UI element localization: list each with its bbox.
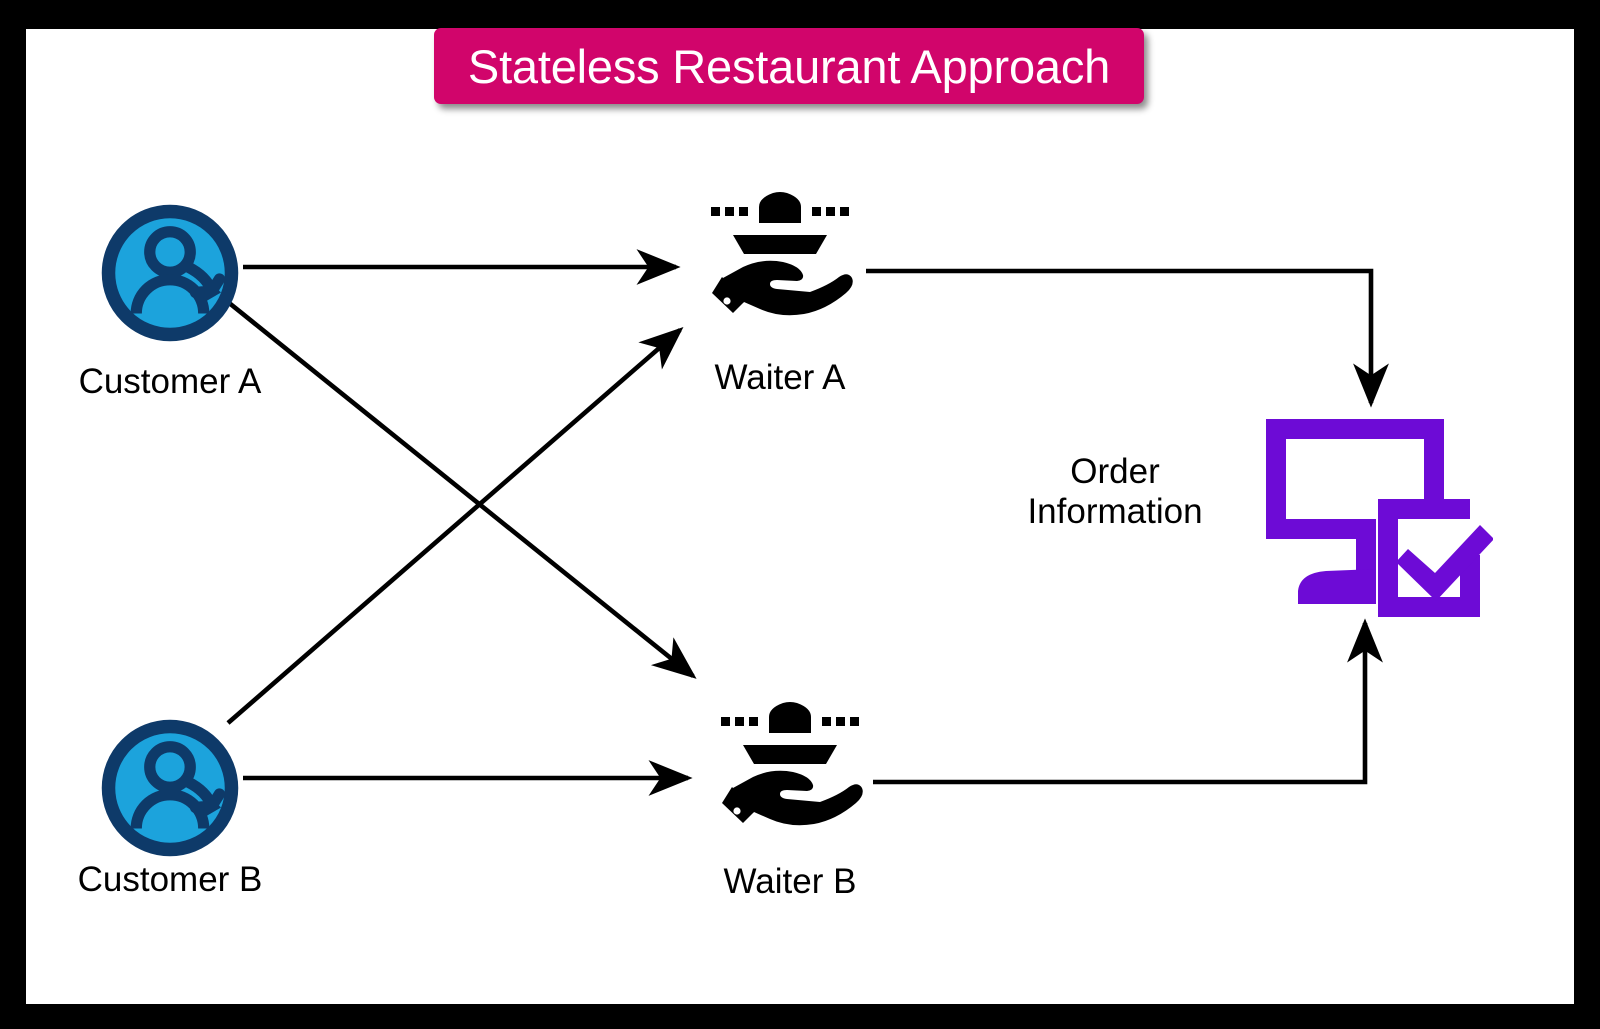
label-order-information: Order Information xyxy=(990,452,1240,532)
user-circle-icon xyxy=(101,719,239,857)
waiter-tray-hand-icon xyxy=(721,702,863,826)
label-waiter-a: Waiter A xyxy=(714,358,846,397)
node-customer-a[interactable] xyxy=(95,198,245,348)
node-order-information[interactable] xyxy=(1248,405,1494,620)
order-info-line-1: Order xyxy=(1070,452,1160,491)
waiter-tray-hand-icon xyxy=(711,192,853,316)
label-customer-a: Customer A xyxy=(78,362,262,401)
node-customer-b[interactable] xyxy=(95,713,245,863)
label-waiter-b: Waiter B xyxy=(723,862,857,901)
label-customer-b: Customer B xyxy=(77,860,263,899)
page-title: Stateless Restaurant Approach xyxy=(467,39,1111,93)
node-waiter-b[interactable] xyxy=(710,695,870,845)
monitor-checkmark-icon xyxy=(1266,419,1494,617)
order-info-line-2: Information xyxy=(1027,491,1203,531)
user-circle-icon xyxy=(101,204,239,342)
node-waiter-a[interactable] xyxy=(700,185,860,335)
title-banner: Stateless Restaurant Approach xyxy=(434,28,1144,104)
